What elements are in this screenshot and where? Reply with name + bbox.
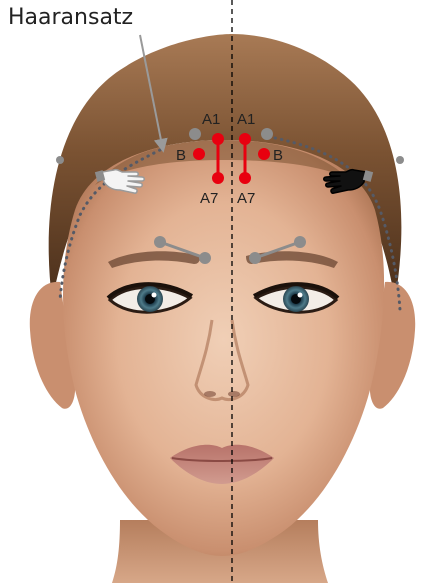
left-nostril: [204, 391, 216, 397]
hairline-label: Haaransatz: [8, 5, 133, 30]
left-a1-point: [212, 133, 224, 145]
a1-right-label: A1: [237, 111, 255, 128]
a1-left-label: A1: [202, 111, 220, 128]
a7-right-label: A7: [237, 190, 255, 207]
left-a7-point: [212, 172, 224, 184]
b-left-label: B: [176, 147, 186, 164]
right-upper-gray-point: [261, 128, 273, 140]
a7-left-label: A7: [200, 190, 218, 207]
right-nostril: [228, 391, 240, 397]
face-skin: [63, 140, 384, 556]
right-a1-point: [239, 133, 251, 145]
left-upper-gray-point: [189, 128, 201, 140]
left-b-point: [193, 148, 205, 160]
right-a7-point: [239, 172, 251, 184]
right-edge-point: [396, 156, 404, 164]
left-edge-point: [56, 156, 64, 164]
b-right-label: B: [273, 147, 283, 164]
right-b-point: [258, 148, 270, 160]
